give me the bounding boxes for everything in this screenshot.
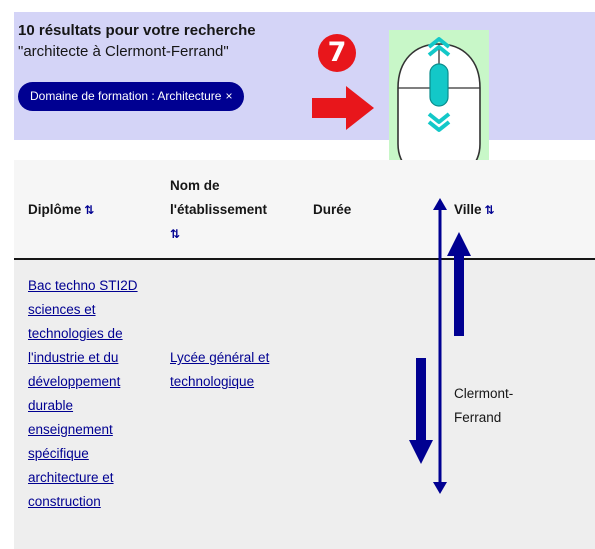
table-header <box>14 160 595 260</box>
red-arrow-icon <box>312 86 374 130</box>
header-divider <box>14 258 595 260</box>
column-label: Diplôme <box>28 202 82 217</box>
column-header-duree: Durée <box>313 198 351 222</box>
column-label: Durée <box>313 202 352 217</box>
column-header-etablissement[interactable]: Nom de l'établissement ⇅ <box>170 174 285 246</box>
column-label: Ville <box>454 202 482 217</box>
filter-tag-domaine[interactable]: Domaine de formation : Architecture× <box>18 82 245 111</box>
sort-icon[interactable]: ⇅ <box>484 203 495 217</box>
ville-cell: Clermont-Ferrand <box>454 386 514 425</box>
mouse-scroll-wheel-icon <box>397 37 481 181</box>
etablissement-link[interactable]: Lycée général et technologique <box>170 350 270 389</box>
scroll-direction-arrows-icon <box>409 198 471 494</box>
column-header-ville[interactable]: Ville⇅ <box>454 198 495 222</box>
sort-icon[interactable]: ⇅ <box>84 203 95 217</box>
search-results-header <box>14 12 595 140</box>
etablissement-cell: Lycée général et technologique <box>170 346 295 394</box>
table-row: Bac techno STI2D sciences et technologie… <box>28 274 143 514</box>
results-count: 10 résultats pour votre recherche <box>18 22 256 39</box>
diplome-link[interactable]: Bac techno STI2D sciences et technologie… <box>28 278 138 509</box>
results-title: 10 résultats pour votre recherche "archi… <box>18 20 256 62</box>
column-label: Nom de l'établissement <box>170 178 267 217</box>
step-badge: 7 <box>318 34 356 72</box>
filter-tag-label: Domaine de formation : Architecture <box>30 89 222 103</box>
sort-icon[interactable]: ⇅ <box>170 227 181 241</box>
table-body <box>14 260 595 549</box>
search-query: "architecte à Clermont-Ferrand" <box>18 43 229 60</box>
column-header-diplome[interactable]: Diplôme⇅ <box>28 198 94 222</box>
mouse-scroll-illustration <box>389 30 489 184</box>
close-icon[interactable]: × <box>225 89 233 103</box>
